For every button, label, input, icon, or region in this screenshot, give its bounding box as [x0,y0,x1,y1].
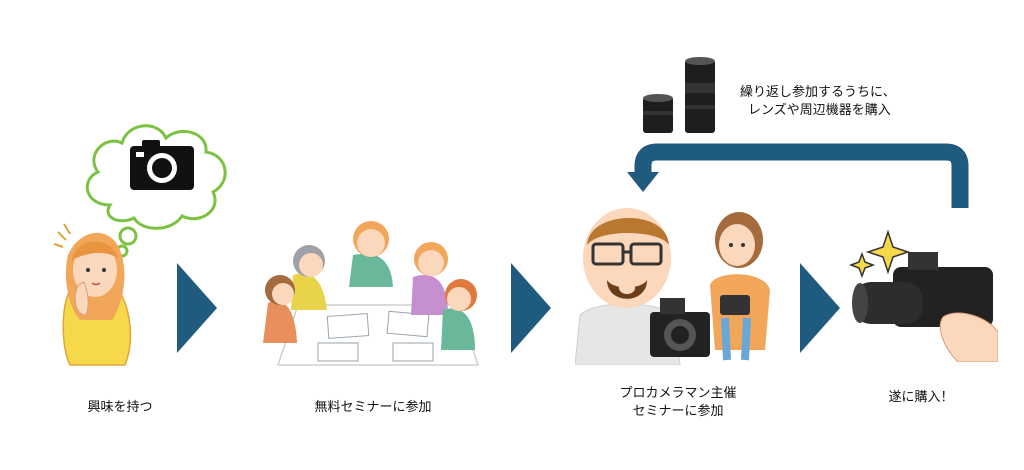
step-3-label-line-2: セミナーに参加 [632,404,724,419]
arrow-right-1 [177,263,217,353]
arrow-right-2 [511,263,551,353]
loop-note-line-2: レンズや周辺機器を購入 [748,103,891,118]
step-3-label: プロカメラマン主催 セミナーに参加 [593,385,763,421]
woman-with-camera [710,212,770,361]
step-3-illustration [575,200,790,365]
loop-note: 繰り返し参加するうちに、 レンズや周辺機器を購入 [740,84,940,120]
telephoto-lens-icon [685,57,715,133]
dslr-camera-icon [852,252,993,327]
step-4-label: 遂に購入！ [888,390,954,405]
step-2-label: 無料セミナーに参加 [314,400,432,415]
step-1-label: 興味を持つ [87,400,153,415]
camera-icon [130,140,194,190]
step-4-illustration [848,222,998,362]
step-1-illustration [50,110,240,370]
video-camera-icon [650,298,710,357]
sparkle-icon [848,229,911,279]
lens-illustration [640,55,720,135]
step-2-illustration [253,215,493,370]
loop-back-arrow [605,140,975,210]
step-3-label-line-1: プロカメラマン主催 [619,386,737,401]
loop-note-line-1: 繰り返し参加するうちに、 [740,85,896,100]
hand [939,312,998,362]
interested-woman [53,223,132,366]
short-lens-icon [643,94,673,133]
seminar-attendees [263,221,477,350]
arrow-right-3 [800,263,840,353]
